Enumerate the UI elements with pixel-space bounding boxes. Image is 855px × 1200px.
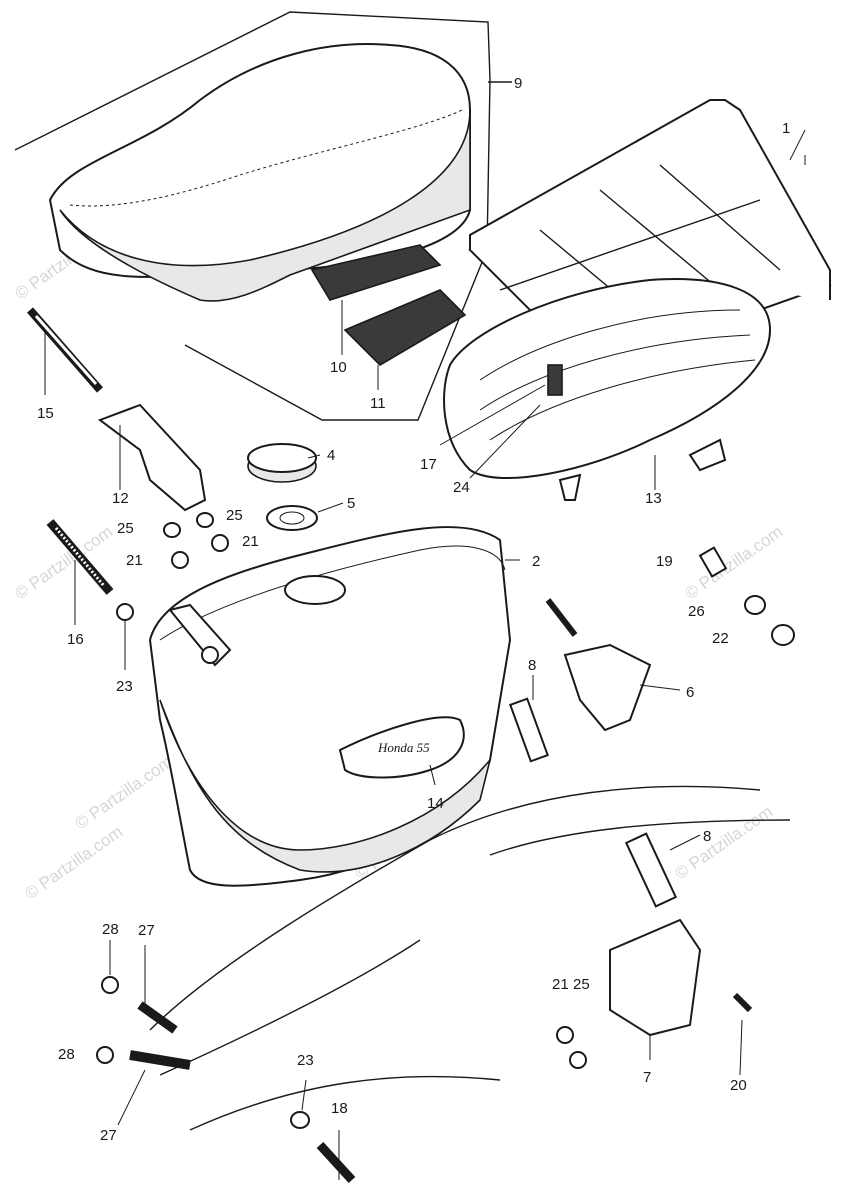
washer-5 [266,505,318,531]
nut-group [163,512,229,569]
seat [48,43,471,302]
emblem-14: Honda 55 [338,716,465,779]
stud-8-lower [624,832,678,908]
washer-23-lower [290,1111,310,1129]
callout-11: 11 [370,395,386,412]
callout-16: 16 [67,631,84,648]
callout-25-lower: 25 [573,976,590,993]
callout-10: 10 [330,359,347,376]
pin-27-upper [137,1001,178,1034]
callout-23-lower: 23 [297,1052,314,1069]
callout-9: 9 [514,75,522,92]
nut-28-lower [96,1046,114,1064]
watermark: © Partzilla.com [71,752,176,833]
seat-pad-10 [310,244,442,301]
callout-12: 12 [112,490,129,507]
bolt-15 [26,307,104,393]
callout-28-lower: 28 [58,1046,75,1063]
tool-box [148,526,512,887]
cap-4 [247,443,317,483]
bracket-7 [609,918,753,1037]
bracket-6 [545,598,652,732]
callout-14: 14 [427,795,444,812]
callout-21-lower: 21 [552,976,569,993]
callout-25-left: 25 [117,520,134,537]
callout-6: 6 [686,684,694,701]
callout-8-lower: 8 [703,828,711,845]
carrier-base [443,278,772,501]
bracket-12 [97,403,207,512]
callout-22: 22 [712,630,729,647]
callout-26: 26 [688,603,705,620]
washer-26 [744,595,766,615]
leader-lines [44,129,806,1180]
callout-2: 2 [532,553,540,570]
frame-body [149,785,791,1131]
watermark: © Partzilla.com [681,522,786,603]
bolt-18 [316,1141,356,1184]
callout-13: 13 [645,490,662,507]
callout-15: 15 [37,405,54,422]
callout-labels: 1 2 4 5 6 7 8 8 9 10 11 12 13 14 15 16 1… [37,75,790,1144]
callout-21-right: 21 [242,533,259,550]
watermark: © Partzilla.com [671,802,776,883]
callout-24: 24 [453,479,470,496]
watermark: © Partzilla.com [21,822,126,903]
pin-27-lower [129,1050,191,1070]
callout-8-upper: 8 [528,657,536,674]
callout-27-upper: 27 [138,922,155,939]
emblem-text: Honda 55 [377,740,430,755]
stud-8-upper [509,697,549,763]
nut-28-upper [101,976,119,994]
washer-25-lower [569,1051,587,1069]
callout-7: 7 [643,1069,651,1086]
bolt-19 [698,546,728,578]
callout-28-upper: 28 [102,921,119,938]
callout-21-left: 21 [126,552,143,569]
seat-pad-11 [343,289,467,367]
callout-25-right: 25 [226,507,243,524]
callout-17: 17 [420,456,437,473]
callout-5: 5 [347,495,355,512]
callout-19: 19 [656,553,673,570]
stud-16 [46,519,134,621]
callout-20: 20 [730,1077,747,1094]
callout-4: 4 [327,447,335,464]
callout-27-lower: 27 [100,1127,117,1144]
callout-18: 18 [331,1100,348,1117]
nut-21-lower [556,1026,574,1044]
nut-22 [771,624,795,646]
seat-group-outline [14,11,512,421]
callout-1: 1 [782,120,790,137]
callout-23-upper: 23 [116,678,133,695]
